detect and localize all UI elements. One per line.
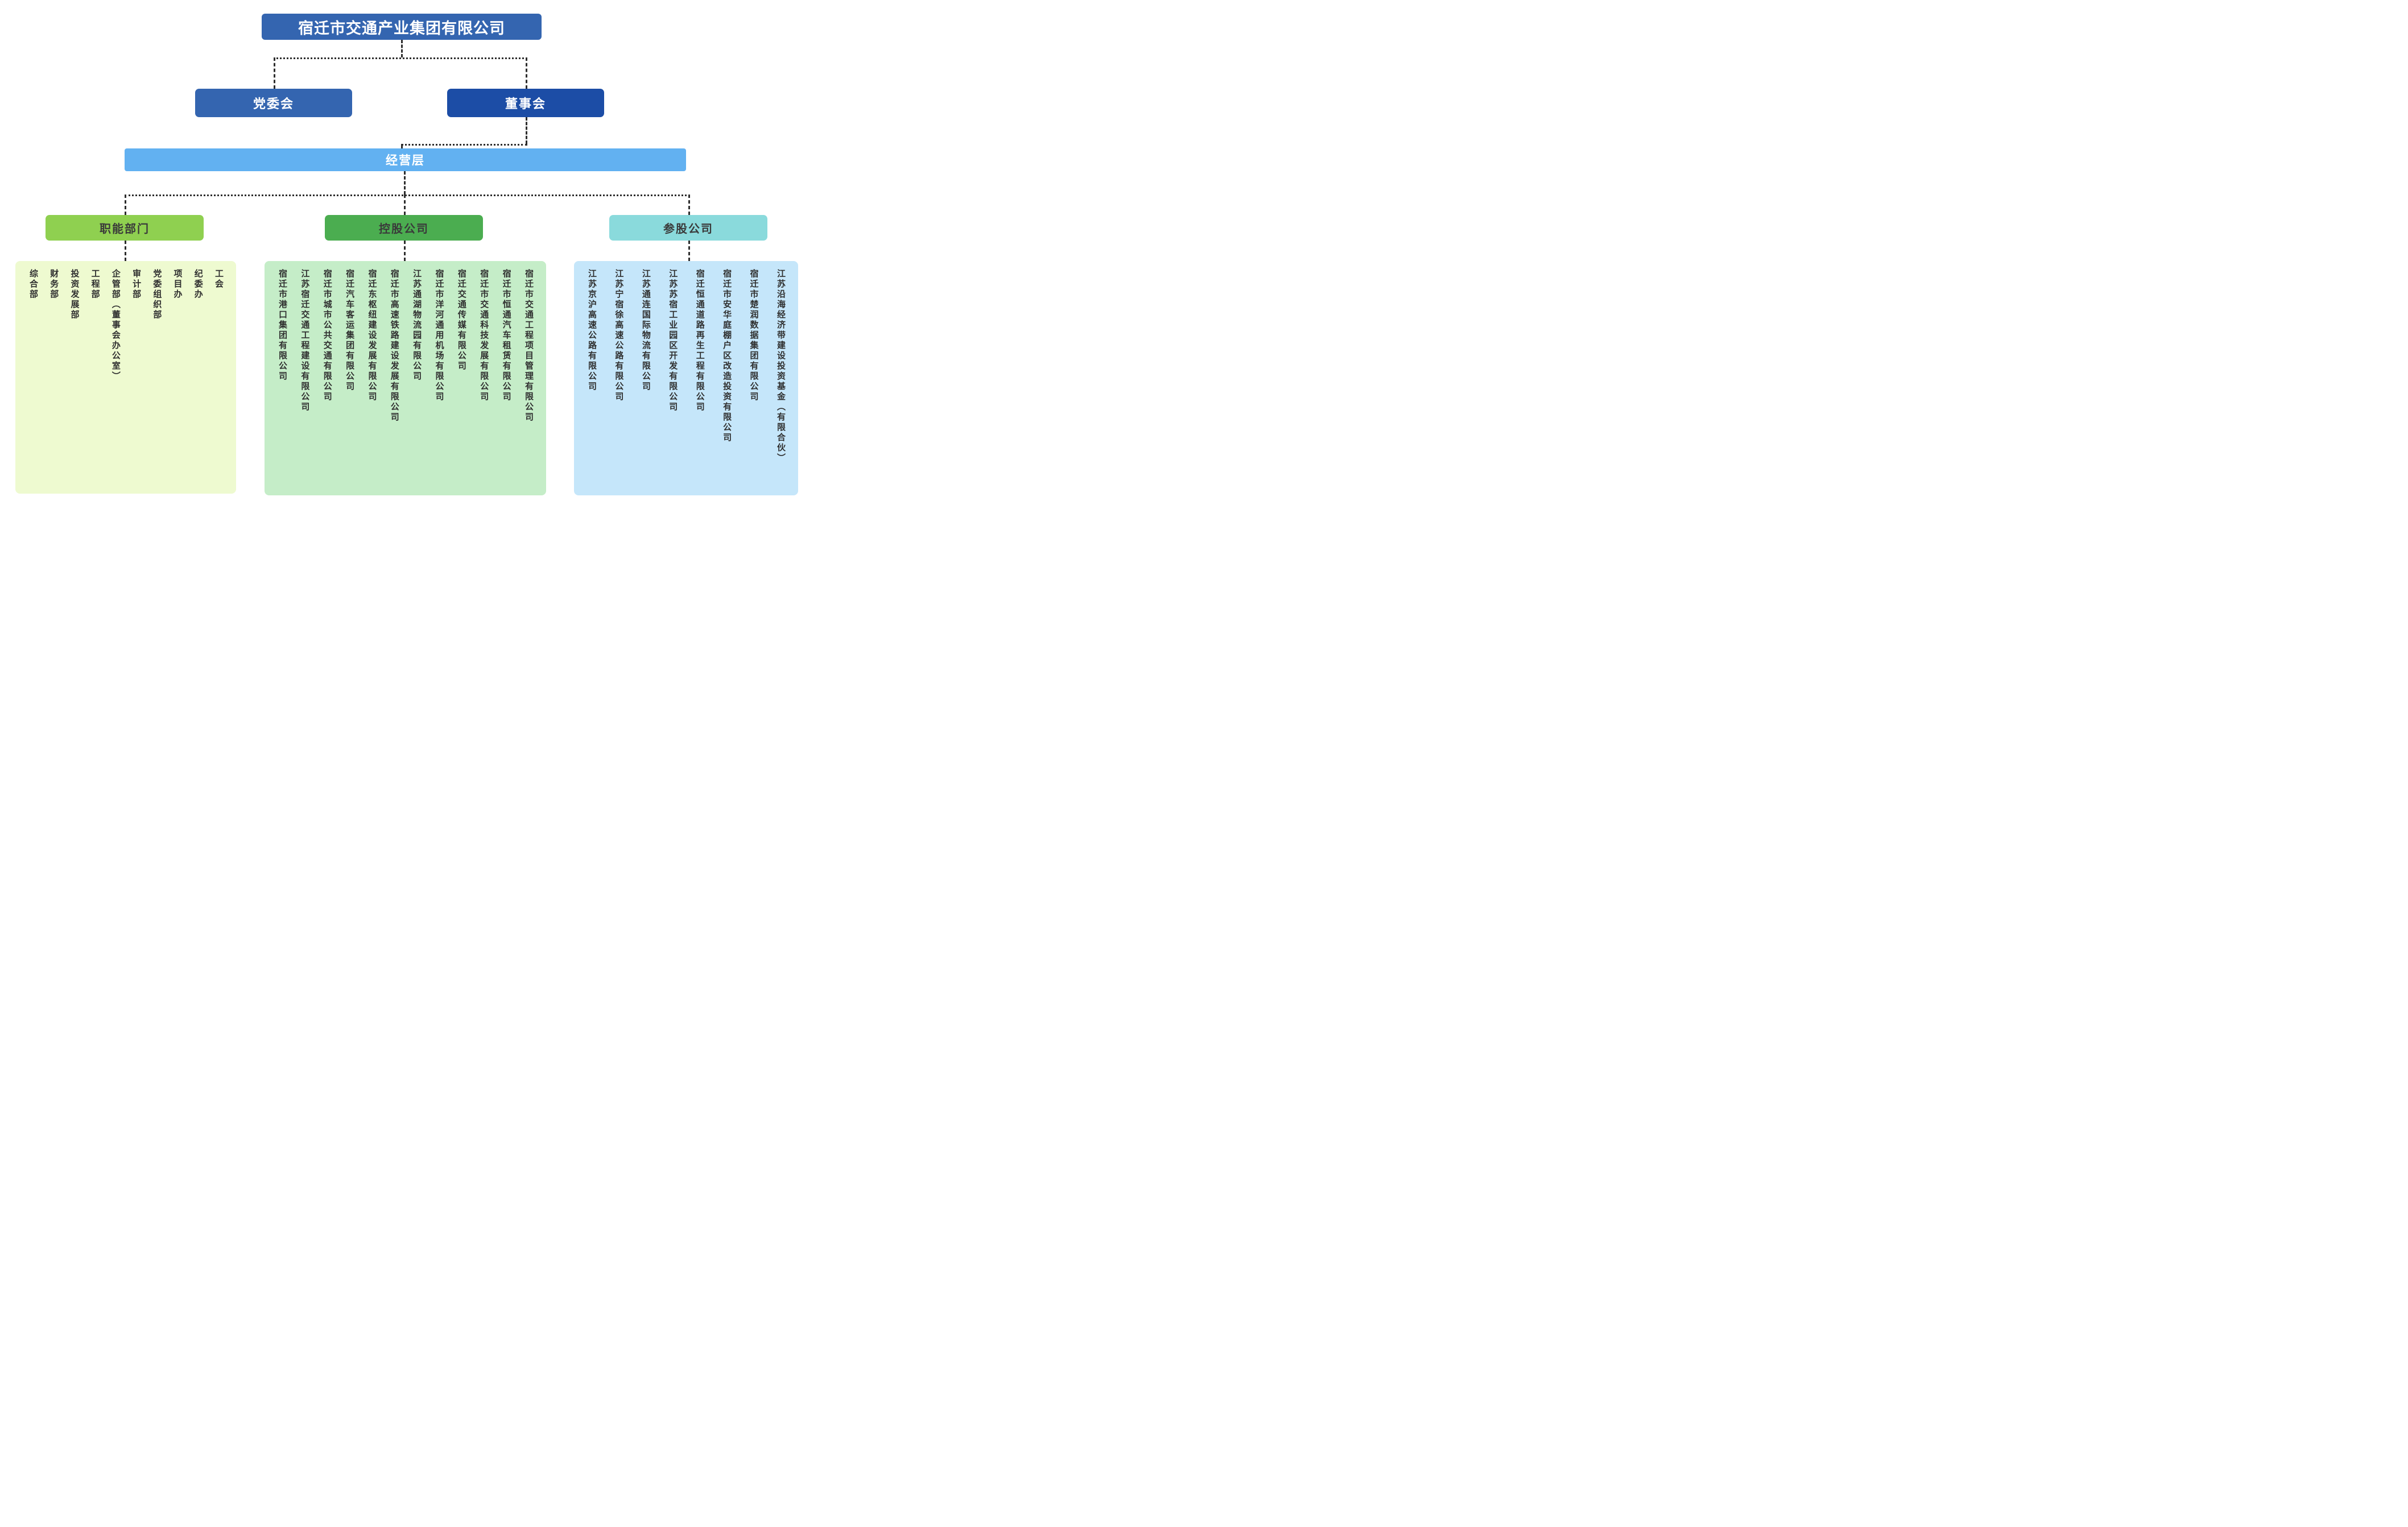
connector-root-drop: [401, 40, 403, 57]
party-committee-box: 党委会: [195, 89, 352, 117]
holding-company-item: 宿迁市高速铁路建设发展有限公司: [389, 269, 399, 423]
connector-level2-rail: [274, 57, 527, 59]
department-item: 项目办: [172, 269, 183, 300]
management-layer-bar: 经营层: [125, 148, 686, 171]
holding-companies-label: 控股公司: [379, 223, 429, 235]
management-layer-label: 经营层: [386, 154, 425, 167]
equity-company-item: 江苏通连国际物流有限公司: [641, 269, 651, 392]
department-item: 党委组织部: [152, 269, 162, 320]
equity-companies-panel: 江苏京沪高速公路有限公司 江苏宁宿徐高速公路有限公司 江苏通连国际物流有限公司 江苏苏…: [574, 261, 798, 495]
department-item: 企管部（董事会办公室）: [110, 269, 121, 382]
connector-management-down: [404, 171, 406, 195]
department-item: 投资发展部: [69, 269, 80, 320]
connector-management-drop: [401, 144, 403, 148]
functional-departments-header: 职能部门: [46, 215, 204, 241]
holding-company-item: 江苏通湖物流园有限公司: [412, 269, 422, 382]
holding-company-item: 宿迁市恒通汽车租赁有限公司: [501, 269, 511, 402]
holding-company-item: 宿迁市交通科技发展有限公司: [479, 269, 489, 402]
connector-equity-panel-drop: [688, 241, 690, 261]
equity-company-item: 宿迁市楚润数据集团有限公司: [749, 269, 759, 402]
connector-equity-drop: [688, 195, 690, 215]
holding-company-item: 宿迁市港口集团有限公司: [278, 269, 287, 382]
connector-groups-rail: [125, 195, 690, 196]
equity-company-item: 宿迁恒通道路再生工程有限公司: [695, 269, 705, 412]
connector-functional-panel-drop: [125, 241, 126, 261]
root-company-name: 宿迁市交通产业集团有限公司: [298, 19, 505, 37]
org-chart: 宿迁市交通产业集团有限公司 党委会 董事会 经营层 职能部门 控股公司 参股公司…: [0, 0, 803, 509]
functional-departments-panel: 综合部 财务部投资发展部工程部企管部（董事会办公室） 审计部党委组织部项目办纪委办工…: [15, 261, 236, 494]
holding-company-item: 宿迁市城市公共交通有限公司: [322, 269, 332, 402]
department-item: 审计部: [131, 269, 142, 300]
holding-companies-panel: 宿迁市港口集团有限公司 江苏宿迁交通工程建设有限公司 宿迁市城市公共交通有限公司 宿迁…: [265, 261, 546, 495]
party-committee-label: 党委会: [253, 97, 294, 111]
connector-functional-drop: [125, 195, 126, 215]
holding-company-item: 宿迁市洋河通用机场有限公司: [434, 269, 444, 402]
holding-company-item: 宿迁东枢纽建设发展有限公司: [367, 269, 377, 402]
department-item: 财务部: [49, 269, 59, 300]
equity-company-item: 江苏苏宿工业园区开发有限公司: [668, 269, 678, 412]
connector-board-to-management-rail: [401, 144, 527, 146]
connector-party-drop: [274, 57, 275, 89]
connector-board-down: [526, 117, 527, 144]
equity-companies-label: 参股公司: [663, 223, 713, 235]
holding-company-item: 宿迁汽车客运集团有限公司: [345, 269, 355, 392]
equity-company-item: 宿迁市安华庭棚户区改造投资有限公司: [722, 269, 732, 443]
connector-holding-drop: [404, 195, 406, 215]
holding-companies-header: 控股公司: [325, 215, 483, 241]
equity-company-item: 江苏京沪高速公路有限公司: [587, 269, 597, 392]
equity-company-item: 江苏宁宿徐高速公路有限公司: [614, 269, 624, 402]
department-item: 工程部: [90, 269, 100, 300]
department-item: 工会: [213, 269, 224, 289]
holding-company-item: 宿迁市交通工程项目管理有限公司: [523, 269, 534, 423]
holding-company-item: 宿迁交通传媒有限公司: [456, 269, 466, 371]
equity-company-item: 江苏沿海经济带建设投资基金（有限合伙）: [775, 269, 786, 464]
board-of-directors-box: 董事会: [447, 89, 604, 117]
board-of-directors-label: 董事会: [505, 97, 546, 111]
connector-holding-panel-drop: [404, 241, 406, 261]
equity-companies-header: 参股公司: [609, 215, 767, 241]
root-company-box: 宿迁市交通产业集团有限公司: [262, 14, 542, 40]
department-item: 纪委办: [193, 269, 203, 300]
department-item: 综合部: [28, 269, 38, 300]
functional-departments-label: 职能部门: [100, 223, 150, 235]
holding-company-item: 江苏宿迁交通工程建设有限公司: [300, 269, 310, 412]
connector-board-drop: [526, 57, 527, 89]
